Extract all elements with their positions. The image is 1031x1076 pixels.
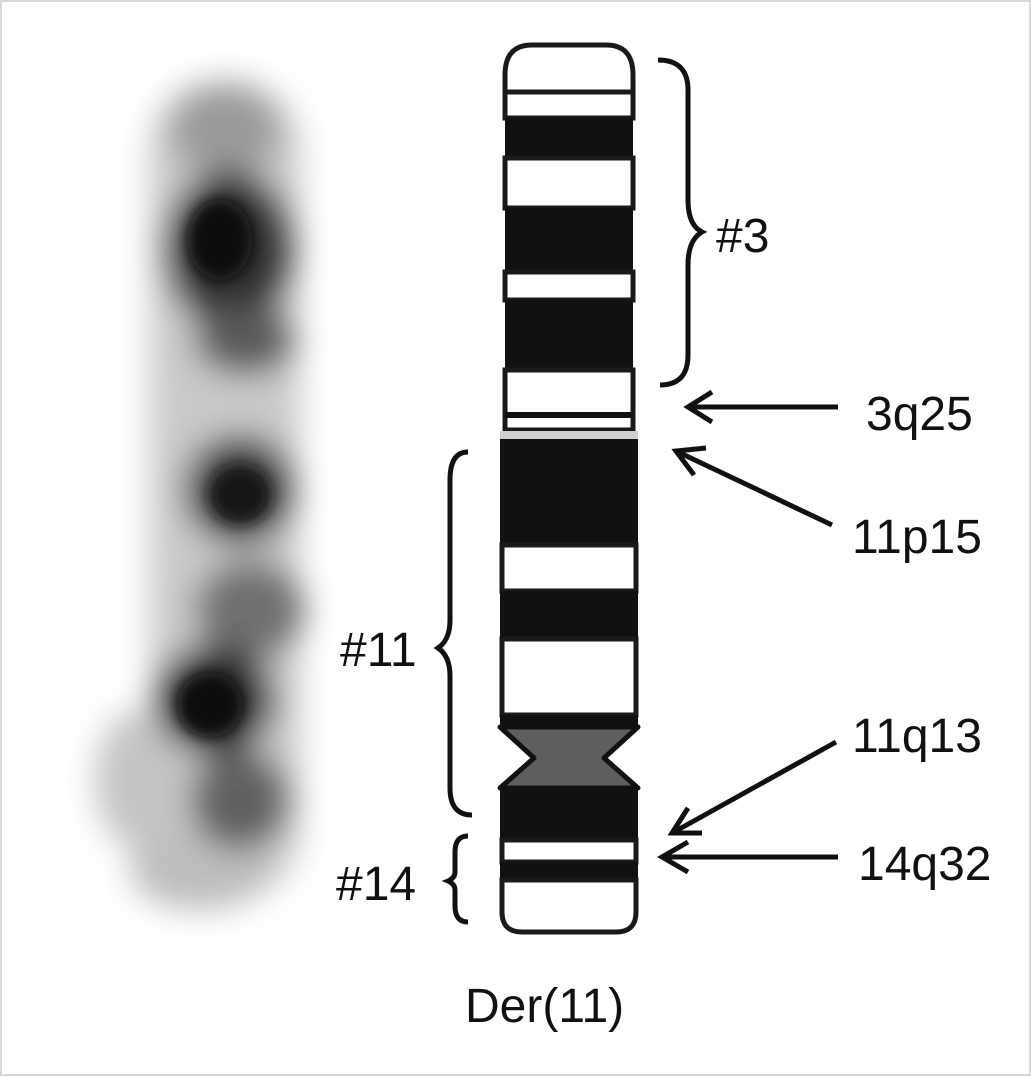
chromosome-micrograph xyxy=(95,80,305,910)
label-3q25: 3q25 xyxy=(866,388,973,441)
centromere xyxy=(497,724,641,791)
caption-der11: Der(11) xyxy=(465,980,624,1033)
bracket-chr11 xyxy=(433,449,473,818)
label-14q32: 14q32 xyxy=(858,838,991,891)
der11-ideogram xyxy=(497,42,641,935)
arrow-11q13 xyxy=(667,739,838,836)
chr14-segment xyxy=(499,837,639,935)
bracket-chr3 xyxy=(657,57,708,388)
arrow-11p15 xyxy=(671,445,834,528)
label-11p15: 11p15 xyxy=(852,511,982,564)
label-chr14: #14 xyxy=(336,858,416,911)
translocation-junction xyxy=(500,431,638,439)
arrow-14q32 xyxy=(656,839,838,875)
chr11-segment xyxy=(497,439,641,840)
bracket-chr14 xyxy=(441,833,469,925)
label-chr3: #3 xyxy=(716,210,769,263)
arrow-3q25 xyxy=(683,389,838,425)
chr3-segment xyxy=(502,42,636,433)
label-chr11: #11 xyxy=(340,624,417,677)
label-11q13: 11q13 xyxy=(852,710,982,763)
